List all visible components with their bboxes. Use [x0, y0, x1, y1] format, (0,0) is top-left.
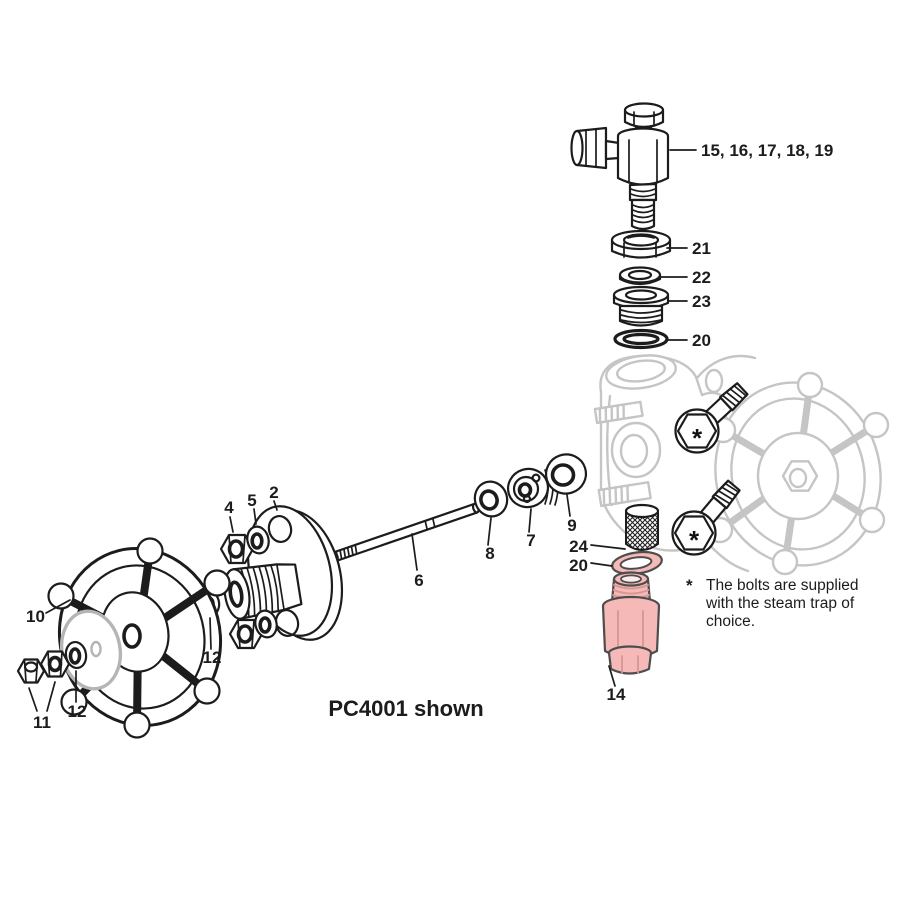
bolt-asterisk-lower: * [689, 525, 700, 555]
label-7: 7 [526, 531, 535, 550]
bolt-asterisk-upper: * [692, 423, 703, 453]
washer-8 [473, 480, 509, 518]
strainer-24 [624, 503, 660, 551]
hex-nut-11 [39, 650, 71, 678]
leader-10 [45, 599, 71, 614]
leader-7 [528, 508, 532, 533]
leader-5 [253, 508, 257, 525]
label-14: 14 [607, 685, 626, 704]
leader-9 [566, 494, 571, 517]
bushing-23 [612, 285, 670, 327]
label-10: 10 [26, 607, 45, 626]
label-12-left: 12 [68, 702, 87, 721]
valve-assembly-15-19 [570, 102, 670, 231]
label-24: 24 [569, 537, 588, 556]
leader-24 [590, 544, 626, 550]
leader-2 [273, 500, 278, 511]
label-2: 2 [269, 483, 278, 502]
trap-small-hole [704, 368, 724, 394]
washer-12-left [64, 640, 88, 670]
nameplate-slot [90, 640, 102, 658]
label-8: 8 [485, 544, 494, 563]
label-22: 22 [692, 268, 711, 287]
leader-12-mid [209, 617, 212, 650]
label-23: 23 [692, 292, 711, 311]
label-12-mid: 12 [203, 648, 222, 667]
leader-8 [487, 517, 492, 546]
label-20-bottom: 20 [569, 556, 588, 575]
flange-boss [223, 563, 303, 620]
handwheel-hub-hole [122, 623, 142, 649]
footnote-line-3: choice. [706, 613, 755, 630]
footnote-line-2: with the steam trap of [705, 595, 855, 612]
mounting-bolts: * * [671, 382, 749, 556]
fitting-14 [601, 571, 661, 675]
trap-stud-upper [593, 400, 644, 425]
side-fitting-end [570, 129, 584, 167]
footnote-line-1: The bolts are supplied [706, 577, 859, 594]
label-6: 6 [414, 571, 423, 590]
gasket-22 [618, 266, 662, 286]
oring-top-20 [613, 328, 669, 350]
valve-hex-body [616, 127, 670, 186]
label-21: 21 [692, 239, 711, 258]
washer-9 [544, 453, 588, 495]
spindle-6 [330, 502, 480, 563]
mounting-bolt-upper: * [674, 382, 749, 454]
trap-top-port-hole [615, 359, 667, 383]
cap-nut-11 [16, 658, 46, 684]
trap-stud-lower [597, 481, 652, 508]
leader-lines [28, 149, 697, 712]
steam-trap-ghost-body [593, 354, 890, 576]
washer-5 [246, 525, 270, 555]
label-11: 11 [33, 713, 51, 732]
trap-right-lobe-top [695, 354, 757, 380]
footnote: * The bolts are supplied with the steam … [686, 576, 859, 630]
label-9: 9 [567, 516, 576, 535]
cap-nut-top [623, 102, 665, 118]
label-5: 5 [247, 491, 256, 510]
diagram-caption: PC4001 shown [328, 696, 483, 721]
trap-side-port-hole [619, 433, 649, 469]
flange-hole-top [267, 515, 293, 543]
leader-6 [411, 533, 418, 571]
label-4: 4 [224, 498, 234, 517]
label-20-top: 20 [692, 331, 711, 350]
mounting-bolt-lower: * [671, 479, 741, 556]
part-labels: 15, 16, 17, 18, 19 21 22 23 20 10 11 12 … [26, 141, 833, 732]
flange-2-group [199, 505, 344, 650]
valve-threaded-stem [630, 198, 656, 231]
leader-4 [229, 516, 234, 533]
leader-20-bottom [590, 562, 613, 567]
label-valve-group: 15, 16, 17, 18, 19 [701, 141, 833, 160]
union-nut-21 [610, 229, 672, 259]
footnote-marker: * [686, 576, 693, 595]
leader-11-bracket [28, 681, 56, 712]
leader-14 [608, 665, 616, 687]
washer-lower [254, 609, 278, 639]
nut-lower [228, 618, 264, 650]
handwheel-10-group [16, 537, 231, 739]
